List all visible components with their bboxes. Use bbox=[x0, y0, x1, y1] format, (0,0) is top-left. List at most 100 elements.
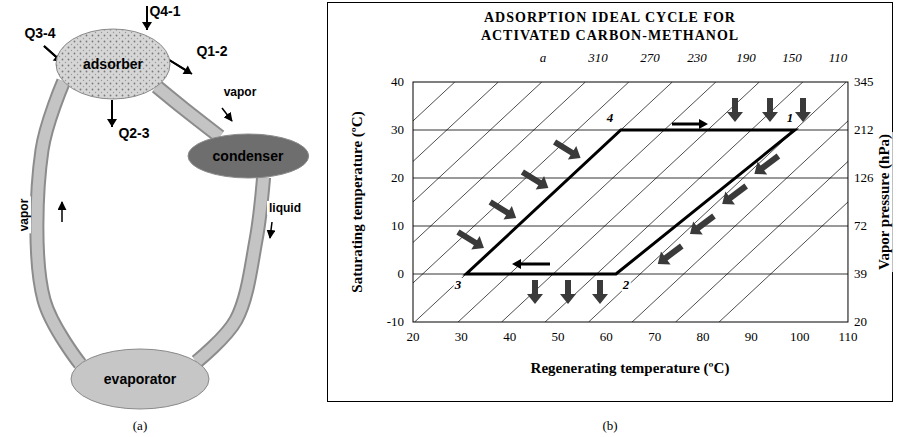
isostere-line bbox=[413, 82, 498, 322]
vessel-ellipse bbox=[188, 134, 309, 178]
vessel-ellipse bbox=[56, 29, 170, 99]
plot-frame bbox=[413, 82, 848, 322]
axis-tick: 10 bbox=[390, 219, 405, 233]
heat-arrow bbox=[795, 98, 811, 122]
condenser-vessel: condenser bbox=[187, 133, 310, 179]
isostere-label: 230 bbox=[686, 51, 708, 65]
grid-line bbox=[413, 226, 848, 227]
heat-arrow bbox=[690, 214, 716, 235]
panel-label: (b) bbox=[602, 419, 617, 433]
isostere-label: 110 bbox=[828, 51, 849, 65]
state-point: 4 bbox=[606, 111, 615, 125]
pipe-connector bbox=[37, 82, 80, 365]
heat-arrow bbox=[754, 154, 780, 175]
state-point: 1 bbox=[786, 111, 795, 125]
heat-arrow bbox=[553, 139, 581, 159]
axis-title: Regenerating temperature (ºC) bbox=[529, 360, 732, 377]
isostere-label: 190 bbox=[735, 51, 757, 65]
flow-arrow bbox=[61, 202, 63, 222]
heat-label: Q3-4 bbox=[24, 26, 55, 41]
pipe-body bbox=[37, 82, 80, 365]
cycle-path bbox=[466, 130, 795, 274]
axis-tick: 50 bbox=[550, 330, 565, 344]
heat-arrow bbox=[527, 280, 543, 304]
vessel-ellipse bbox=[71, 349, 209, 409]
state-point: 3 bbox=[454, 278, 463, 292]
evaporator-vessel: evaporator bbox=[70, 348, 210, 410]
heat-arrow bbox=[592, 280, 608, 304]
heat-arrow bbox=[727, 98, 743, 122]
isostere-line bbox=[413, 82, 455, 322]
axis-tick: 30 bbox=[454, 330, 469, 344]
axis-tick: 60 bbox=[599, 330, 614, 344]
axis-tick: 126 bbox=[853, 171, 875, 185]
pipe-connector bbox=[197, 177, 272, 362]
heat-label: Q4-1 bbox=[149, 4, 180, 19]
axis-tick: 80 bbox=[695, 330, 710, 344]
axis-tick: 30 bbox=[390, 123, 405, 137]
axis-tick: -10 bbox=[386, 315, 405, 329]
axis-tick: 110 bbox=[837, 330, 858, 344]
flow-label: vapor bbox=[222, 85, 259, 99]
isostere-line bbox=[719, 82, 848, 322]
direction-arrow bbox=[512, 259, 550, 269]
pipe-body bbox=[157, 86, 220, 136]
pipe-outline bbox=[157, 86, 220, 136]
isostere-line bbox=[413, 82, 542, 322]
axis-title: Saturating temperature (ºC) bbox=[349, 109, 366, 294]
axis-tick: 20 bbox=[390, 171, 405, 185]
axis-tick: 72 bbox=[853, 219, 868, 233]
heat-arrow-shaft bbox=[111, 100, 113, 127]
heat-label: Q2-3 bbox=[118, 126, 149, 141]
axis-tick: 212 bbox=[853, 123, 875, 137]
isostere-label: a bbox=[539, 51, 548, 65]
axis-title: Vapor pressure (hPa) bbox=[876, 132, 893, 272]
heat-arrow bbox=[489, 199, 517, 219]
direction-arrow bbox=[672, 119, 708, 129]
heat-label: Q1-2 bbox=[196, 44, 227, 59]
axis-tick: 40 bbox=[502, 330, 517, 344]
isostere-label: 270 bbox=[639, 51, 661, 65]
grid-line bbox=[413, 178, 848, 179]
isostere-line bbox=[676, 82, 848, 322]
axis-tick: 20 bbox=[406, 330, 421, 344]
heat-arrow bbox=[521, 169, 549, 189]
vessel-label: evaporator bbox=[104, 371, 176, 387]
state-point: 2 bbox=[622, 278, 631, 292]
vessel-label: condenser bbox=[213, 148, 284, 164]
isostere-line bbox=[632, 82, 848, 322]
pipe-outline bbox=[197, 177, 264, 362]
isostere-label: 310 bbox=[587, 51, 609, 65]
isostere-lines bbox=[413, 82, 848, 322]
isostere-line bbox=[545, 82, 803, 322]
heat-arrow bbox=[762, 98, 778, 122]
heat-arrow bbox=[456, 229, 484, 249]
heat-arrow-shaft bbox=[146, 6, 148, 30]
isostere-line bbox=[413, 82, 585, 322]
flow-label: liquid bbox=[267, 201, 303, 215]
heat-arrow bbox=[107, 100, 117, 127]
axis-tick: 40 bbox=[390, 75, 405, 89]
isostere-label: 150 bbox=[781, 51, 803, 65]
axis-tick: 39 bbox=[853, 267, 868, 281]
heat-arrow bbox=[658, 244, 684, 265]
isostere-line bbox=[589, 82, 847, 322]
panel-label: (a) bbox=[133, 419, 147, 433]
axis-tick: 20 bbox=[853, 315, 868, 329]
axis-tick: 100 bbox=[789, 330, 811, 344]
axis-tick: 70 bbox=[647, 330, 662, 344]
axis-tick: 90 bbox=[744, 330, 759, 344]
flow-arrow bbox=[222, 108, 232, 121]
isostere-line bbox=[458, 82, 716, 322]
pipe-body bbox=[197, 177, 264, 362]
pipe-outline bbox=[37, 82, 80, 365]
flow-arrow bbox=[270, 222, 272, 238]
chart-title: ADSORPTION IDEAL CYCLE FOR ACTIVATED CAR… bbox=[460, 9, 760, 45]
isostere-line bbox=[502, 82, 760, 322]
heat-arrow bbox=[560, 280, 576, 304]
heat-arrow bbox=[722, 184, 748, 205]
axis-tick: 345 bbox=[853, 75, 875, 89]
isostere-line bbox=[413, 82, 629, 322]
